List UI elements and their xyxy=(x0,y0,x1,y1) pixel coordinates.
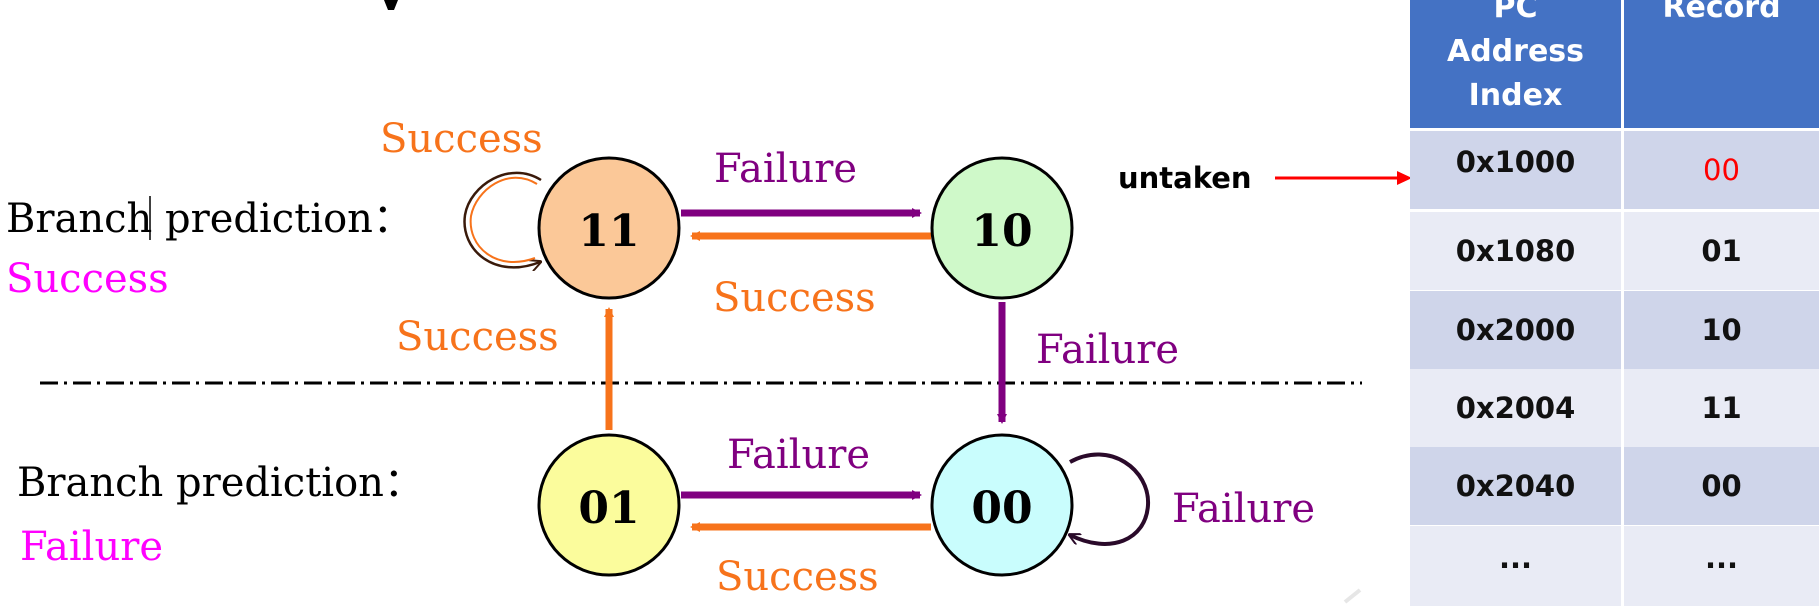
header-line-index: Index xyxy=(1468,78,1563,113)
untaken-pointer-head xyxy=(1397,171,1412,185)
address-cell: 0x1080 xyxy=(1455,234,1576,268)
record-cell: 11 xyxy=(1701,391,1742,425)
top-region-value: Success xyxy=(6,256,169,302)
label-self-00: Failure xyxy=(1172,486,1315,532)
table-row: 0x2000 10 xyxy=(1410,291,1819,369)
state-01-label: 01 xyxy=(578,483,639,534)
address-cell: ... xyxy=(1498,541,1533,575)
pc-record-table: PC Address Index Record 0x1000 00 0x1080… xyxy=(1410,0,1819,606)
untaken-label: untaken xyxy=(1118,161,1252,195)
header-record: Record xyxy=(1624,0,1819,128)
address-cell: 0x2004 xyxy=(1455,391,1576,425)
header-pc-address-index: PC Address Index xyxy=(1410,0,1624,128)
record-cell: 00 xyxy=(1703,153,1740,187)
table-row: 0x1000 00 xyxy=(1410,131,1819,209)
state-00-label: 00 xyxy=(971,483,1032,534)
label-01-to-11: Success xyxy=(396,314,559,360)
address-cell: 0x2040 xyxy=(1455,469,1576,503)
label-10-to-11: Success xyxy=(713,275,876,321)
address-cell: 0x1000 xyxy=(1455,145,1576,179)
state-10-circle xyxy=(930,156,1074,300)
state-11-label: 11 xyxy=(578,206,639,257)
record-cell: 01 xyxy=(1701,234,1742,268)
state-11-circle xyxy=(537,156,681,300)
bottom-region-title: Branch prediction： xyxy=(17,460,424,506)
state-10-label: 10 xyxy=(971,206,1032,257)
label-self-11: Success xyxy=(380,116,543,162)
label-01-to-00: Failure xyxy=(727,432,870,478)
header-line-record: Record xyxy=(1662,0,1781,25)
state-01-circle xyxy=(537,433,681,577)
label-10-to-00: Failure xyxy=(1036,327,1179,373)
top-region-title: Branch prediction： xyxy=(6,196,413,242)
table-row: 0x1080 01 xyxy=(1410,212,1819,290)
record-cell: ... xyxy=(1704,541,1739,575)
table-row: ... ... xyxy=(1410,526,1819,606)
header-line-address: Address xyxy=(1446,34,1585,69)
self-loop-11 xyxy=(463,171,541,268)
self-loop-11-accent xyxy=(469,176,538,263)
bottom-region-value: Failure xyxy=(20,524,163,570)
address-cell: 0x2000 xyxy=(1455,313,1576,347)
slide-artifact xyxy=(1343,588,1362,604)
record-cell: 00 xyxy=(1701,469,1742,503)
state-00-circle xyxy=(930,433,1074,577)
header-line-pc: PC xyxy=(1493,0,1538,25)
label-00-to-01: Success xyxy=(716,554,879,600)
label-11-to-10: Failure xyxy=(714,146,857,192)
self-loop-00 xyxy=(1070,452,1151,546)
table-row: 0x2004 11 xyxy=(1410,369,1819,447)
title-fragment xyxy=(384,0,398,10)
table-row: 0x2040 00 xyxy=(1410,447,1819,525)
record-cell: 10 xyxy=(1701,313,1742,347)
